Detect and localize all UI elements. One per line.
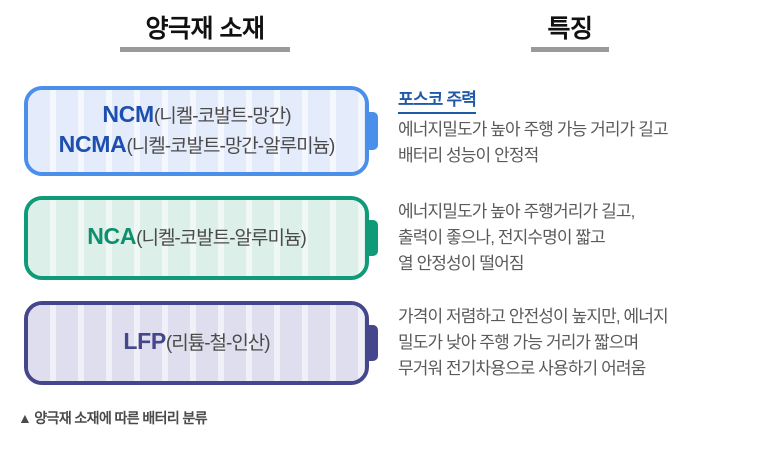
triangle-marker-icon: ▲	[18, 410, 32, 426]
battery-label-line: NCMA(니켈-코발트-망간-알루미늄)	[58, 131, 336, 161]
column-header-features: 특징	[430, 14, 710, 52]
feature-body: 가격이 저렴하고 안전성이 높지만, 에너지 밀도가 낮아 주행 가능 거리가 …	[398, 304, 766, 382]
battery-label-ncm-ncma: NCM(니켈-코발트-망간) NCMA(니켈-코발트-망간-알루미늄)	[58, 101, 336, 161]
battery-label-line: NCM(니켈-코발트-망간)	[59, 101, 335, 131]
battery-terminal-nub	[367, 112, 378, 150]
column-header-features-label: 특징	[547, 15, 593, 43]
battery-composition: (리튬-철-인산)	[165, 333, 271, 354]
feature-line: 무거워 전기차용으로 사용하기 어려움	[398, 359, 646, 378]
column-header-cathode-material-label: 양극재 소재	[145, 15, 265, 43]
column-header-features-underline	[531, 47, 609, 52]
feature-line: 열 안정성이 떨어짐	[398, 254, 524, 273]
battery-row-nca: NCA(니켈-코발트-알루미늄) 에너지밀도가 높아 주행거리가 길고, 출력이…	[0, 196, 773, 286]
feature-heading-posco-main: 포스코 주력	[398, 88, 477, 114]
battery-code: NCA	[87, 223, 137, 249]
battery-code: LFP	[123, 328, 166, 354]
battery-label-line: NCA(니켈-코발트-알루미늄)	[87, 223, 307, 253]
column-header-cathode-material: 양극재 소재	[40, 14, 370, 52]
battery-code: NCM	[102, 101, 154, 127]
feature-body: 에너지밀도가 높아 주행거리가 길고, 출력이 좋으나, 전지수명이 짧고 열 …	[398, 199, 766, 277]
battery-row-ncm-ncma: NCM(니켈-코발트-망간) NCMA(니켈-코발트-망간-알루미늄) 포스코 …	[0, 86, 773, 182]
feature-line: 출력이 좋으나, 전지수명이 짧고	[398, 228, 606, 247]
battery-shape-ncm-ncma: NCM(니켈-코발트-망간) NCMA(니켈-코발트-망간-알루미늄)	[24, 86, 369, 176]
battery-composition: (니켈-코발트-망간-알루미늄)	[126, 136, 335, 157]
column-header-cathode-material-underline	[120, 47, 290, 52]
battery-composition: (니켈-코발트-알루미늄)	[136, 228, 307, 249]
battery-row-lfp: LFP(리튬-철-인산) 가격이 저렴하고 안전성이 높지만, 에너지 밀도가 …	[0, 301, 773, 391]
feature-line: 에너지밀도가 높아 주행 가능 거리가 길고	[398, 120, 669, 139]
feature-description-nca: 에너지밀도가 높아 주행거리가 길고, 출력이 좋으나, 전지수명이 짧고 열 …	[398, 199, 766, 277]
feature-line: 밀도가 낮아 주행 가능 거리가 짧으며	[398, 333, 639, 352]
feature-line: 가격이 저렴하고 안전성이 높지만, 에너지	[398, 307, 669, 326]
feature-description-lfp: 가격이 저렴하고 안전성이 높지만, 에너지 밀도가 낮아 주행 가능 거리가 …	[398, 304, 766, 382]
battery-terminal-nub	[367, 325, 378, 361]
battery-code: NCMA	[58, 131, 127, 157]
battery-shape-nca: NCA(니켈-코발트-알루미늄)	[24, 196, 369, 280]
battery-label-line: LFP(리튬-철-인산)	[123, 328, 271, 358]
battery-label-nca: NCA(니켈-코발트-알루미늄)	[87, 223, 307, 253]
battery-shape-lfp: LFP(리튬-철-인산)	[24, 301, 369, 385]
feature-body: 에너지밀도가 높아 주행 가능 거리가 길고 배터리 성능이 안정적	[398, 117, 766, 169]
feature-line: 에너지밀도가 높아 주행거리가 길고,	[398, 202, 635, 221]
figure-caption: ▲양극재 소재에 따른 배터리 분류	[18, 408, 208, 428]
battery-label-lfp: LFP(리튬-철-인산)	[123, 328, 271, 358]
feature-description-ncm-ncma: 포스코 주력 에너지밀도가 높아 주행 가능 거리가 길고 배터리 성능이 안정…	[398, 88, 766, 169]
figure-caption-text: 양극재 소재에 따른 배터리 분류	[34, 410, 208, 426]
feature-line: 배터리 성능이 안정적	[398, 146, 539, 165]
battery-terminal-nub	[367, 220, 378, 256]
battery-composition: (니켈-코발트-망간)	[153, 106, 292, 127]
